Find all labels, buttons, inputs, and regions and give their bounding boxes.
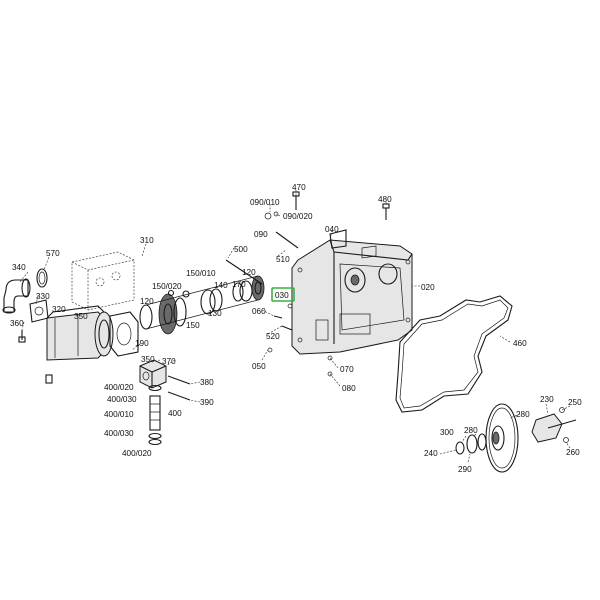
callout-030-highlight-box[interactable]	[271, 287, 295, 302]
callout-570[interactable]: 570	[46, 249, 60, 258]
callout-080[interactable]: 080	[342, 384, 356, 393]
callout-380[interactable]: 380	[200, 378, 214, 387]
bolt-360	[18, 330, 26, 343]
callout-460[interactable]: 460	[513, 339, 527, 348]
o-ring-570-inner	[38, 271, 46, 285]
cover-plate-330	[29, 299, 49, 323]
callout-250[interactable]: 250	[568, 398, 582, 407]
callout-360[interactable]: 360	[10, 319, 24, 328]
callout-350-pump[interactable]: 350	[74, 312, 88, 321]
callout-350-valve[interactable]: 350	[141, 355, 155, 364]
callout-150-020[interactable]: 150/020	[152, 282, 182, 291]
callout-240[interactable]: 240	[424, 449, 438, 458]
callout-400-020-bottom[interactable]: 400/020	[122, 449, 152, 458]
callout-290[interactable]: 290	[458, 465, 472, 474]
gasket-190	[109, 311, 139, 357]
callout-050-lower[interactable]: 050	[252, 362, 266, 371]
callout-280-bearing[interactable]: 280	[464, 426, 478, 435]
callout-310[interactable]: 310	[140, 236, 154, 245]
pump-housing-310	[71, 251, 135, 311]
callout-280-gear[interactable]: 280	[516, 410, 530, 419]
callout-120-right[interactable]: 120	[242, 268, 256, 277]
callout-390[interactable]: 390	[200, 398, 214, 407]
bolts-380-390	[167, 375, 191, 401]
callout-020[interactable]: 020	[421, 283, 435, 292]
callout-480[interactable]: 480	[378, 195, 392, 204]
bolts-500-510	[225, 231, 299, 285]
callout-190[interactable]: 190	[135, 339, 149, 348]
callout-130[interactable]: 130	[208, 309, 222, 318]
washer-300	[455, 441, 465, 455]
callout-150-010[interactable]: 150/010	[186, 269, 216, 278]
callout-330[interactable]: 330	[36, 292, 50, 301]
valve-spool-400	[148, 384, 162, 446]
flange-230	[531, 407, 577, 443]
callout-300[interactable]: 300	[440, 428, 454, 437]
callout-340[interactable]: 340	[12, 263, 26, 272]
callout-230[interactable]: 230	[540, 395, 554, 404]
callout-370[interactable]: 370	[162, 357, 176, 366]
valve-block-350	[139, 359, 167, 389]
elbow-fitting-340	[2, 278, 31, 314]
hydraulic-pump	[45, 305, 114, 384]
callout-150[interactable]: 150	[186, 321, 200, 330]
main-housing-020	[291, 229, 413, 355]
callout-470[interactable]: 470	[292, 183, 306, 192]
gear-280	[485, 403, 519, 473]
callout-060[interactable]: 060	[252, 307, 266, 316]
gear-shaft-assembly	[139, 275, 265, 335]
callout-510[interactable]: 510	[276, 255, 290, 264]
callout-090-010[interactable]: 090/010	[250, 198, 280, 207]
callout-500[interactable]: 500	[234, 245, 248, 254]
callout-070[interactable]: 070	[340, 365, 354, 374]
washer-150-020	[167, 289, 175, 297]
callout-400-020-top[interactable]: 400/020	[104, 383, 134, 392]
o-ring-570	[36, 268, 48, 288]
bearing-280	[466, 433, 487, 454]
callout-090[interactable]: 090	[254, 230, 268, 239]
callout-170[interactable]: 170	[232, 280, 246, 289]
callout-400-010[interactable]: 400/010	[104, 410, 134, 419]
gasket-460	[395, 295, 513, 413]
callout-040[interactable]: 040	[325, 225, 339, 234]
callout-120-left[interactable]: 120	[140, 297, 154, 306]
callout-260[interactable]: 260	[566, 448, 580, 457]
callout-labels: 470 090/010 090/020 090 040 480 310 570 …	[10, 183, 582, 474]
callout-400-030-top[interactable]: 400/030	[107, 395, 137, 404]
callout-320[interactable]: 320	[52, 305, 66, 314]
leader-lines	[19, 190, 571, 463]
callout-090-020[interactable]: 090/020	[283, 212, 313, 221]
callout-520[interactable]: 520	[266, 332, 280, 341]
callout-400[interactable]: 400	[168, 409, 182, 418]
callout-140[interactable]: 140	[214, 281, 228, 290]
washer-150-010	[182, 290, 190, 298]
callout-400-030-bottom[interactable]: 400/030	[104, 429, 134, 438]
callout-030[interactable]: 030	[275, 291, 289, 300]
